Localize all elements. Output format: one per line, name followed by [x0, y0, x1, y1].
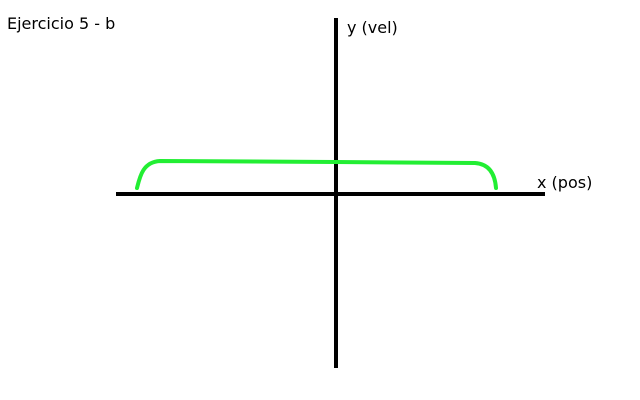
y-axis-label: y (vel)	[347, 18, 398, 37]
x-axis-label: x (pos)	[537, 173, 593, 192]
velocity-curve	[135, 159, 498, 190]
exercise-title: Ejercicio 5 - b	[7, 14, 116, 33]
